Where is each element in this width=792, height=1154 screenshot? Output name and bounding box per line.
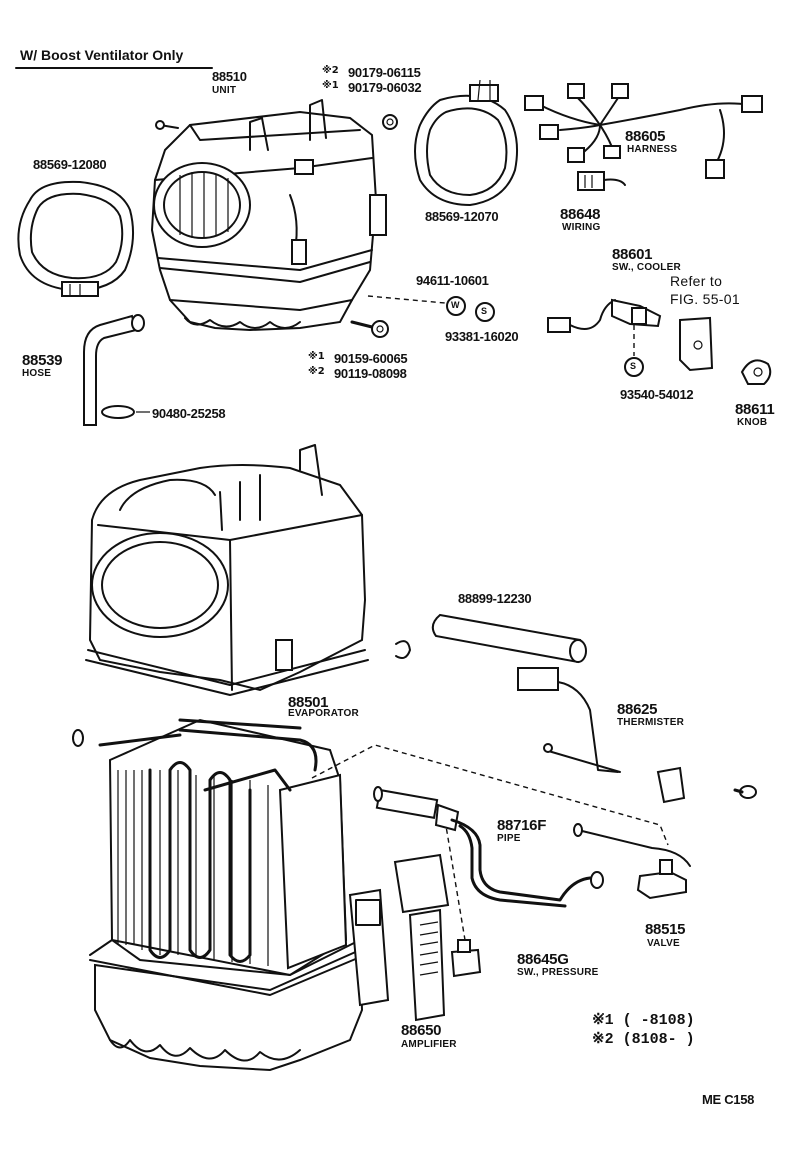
hose-name: HOSE <box>22 368 52 379</box>
valve-number: 88515 <box>645 921 686 938</box>
evaporator-drawing <box>72 718 348 977</box>
cooler-switch-number: 88601 <box>612 246 653 263</box>
bolt-b2-number: 90119-08098 <box>334 366 407 381</box>
cooler-switch-drawing <box>547 298 714 372</box>
ring-left-drawing <box>17 180 135 297</box>
pipe-drawing <box>373 786 604 908</box>
screw-drawing <box>382 114 398 130</box>
pipe-name: PIPE <box>497 833 521 844</box>
hose-drawing <box>83 314 150 426</box>
refer-line1: Refer to <box>670 273 723 289</box>
case-drawing <box>85 444 411 696</box>
legend-row-1: ※1 ( -8108) <box>592 1012 695 1029</box>
thermister-name: THERMISTER <box>617 717 684 728</box>
wiring-number: 88648 <box>560 206 601 223</box>
screw-a2-number: 90179-06032 <box>348 80 422 95</box>
screw-a2-mark: ※1 <box>322 80 339 91</box>
ring-left-number: 88569-12080 <box>33 157 107 172</box>
refer-line2: FIG. 55-01 <box>670 291 740 307</box>
tube-number: 88899-12230 <box>458 591 532 606</box>
lower-case-drawing <box>89 888 390 1072</box>
tube-drawing <box>431 613 587 664</box>
amplifier-number: 88650 <box>401 1022 442 1039</box>
harness-number: 88605 <box>625 128 666 145</box>
screw-a1-number: 90179-06115 <box>348 65 421 80</box>
cooler-switch-name: SW., COOLER <box>612 262 681 273</box>
thermister-number: 88625 <box>617 701 658 718</box>
pressure-switch-number: 88645G <box>517 951 569 968</box>
evaporator-name: EVAPORATOR <box>288 708 359 719</box>
bolt-b2-mark: ※2 <box>308 366 325 377</box>
washer-s-symbol: S <box>481 306 488 316</box>
evaporator-number: 88501 <box>288 694 329 711</box>
wiring-drawing <box>577 171 626 191</box>
washers-drawing <box>367 295 644 377</box>
pressure-switch-drawing <box>450 939 482 978</box>
washer-w-number: 94611-10601 <box>416 273 489 288</box>
knob-drawing <box>740 359 772 385</box>
unit-name: UNIT <box>212 85 237 96</box>
knob-name: KNOB <box>737 417 768 428</box>
legend-row-2: ※2 (8108- ) <box>592 1031 695 1048</box>
header-title: W/ Boost Ventilator Only <box>20 47 184 63</box>
pressure-switch-name: SW., PRESSURE <box>517 967 599 978</box>
valve-name: VALVE <box>647 938 680 949</box>
harness-drawing <box>524 83 763 179</box>
valve-drawing <box>573 823 691 900</box>
footer-code: ME C158 <box>702 1092 755 1107</box>
dashed-assembly-lines <box>311 744 669 941</box>
clip-s-number: 93540-54012 <box>620 387 694 402</box>
clip-screw-drawing <box>656 766 757 804</box>
washer-w-symbol: W <box>451 300 460 310</box>
knob-number: 88611 <box>735 401 775 418</box>
screw-a1-mark: ※2 <box>322 65 339 76</box>
wiring-name: WIRING <box>562 222 601 233</box>
grommet-number: 90480-25258 <box>152 406 226 421</box>
ring-right-drawing <box>414 79 518 207</box>
amplifier-name: AMPLIFIER <box>401 1039 457 1050</box>
pipe-number: 88716F <box>497 817 547 834</box>
unit-number: 88510 <box>212 69 247 84</box>
harness-name: HARNESS <box>627 144 678 155</box>
washer-s-number: 93381-16020 <box>445 329 519 344</box>
amplifier-drawing <box>393 853 450 1022</box>
thermister-drawing <box>517 667 621 773</box>
ring-right-number: 88569-12070 <box>425 209 499 224</box>
hose-number: 88539 <box>22 352 63 369</box>
clip-s-symbol: S <box>630 361 637 371</box>
bolt-drawing <box>350 320 389 338</box>
bolt-b1-number: 90159-60065 <box>334 351 408 366</box>
bolt-b1-mark: ※1 <box>308 351 325 362</box>
unit-drawing <box>150 99 387 332</box>
